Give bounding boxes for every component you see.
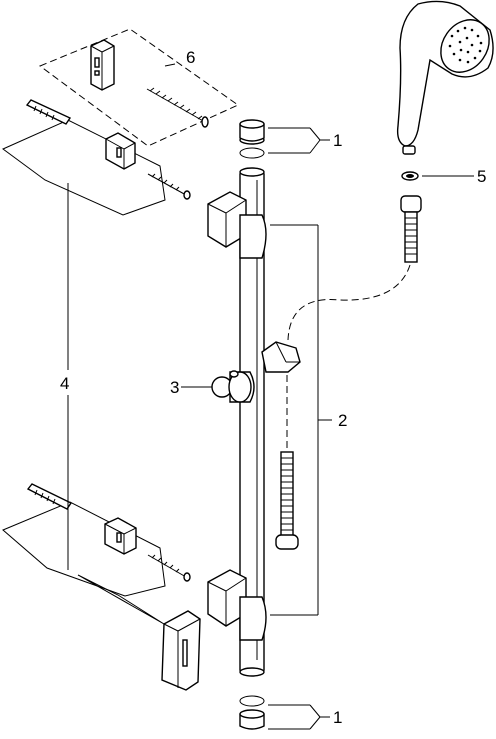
top-end-cap: 1 <box>239 119 342 159</box>
callout-3: 3 <box>170 378 179 397</box>
callout-1-bottom: 1 <box>333 708 342 727</box>
lower-mount-bracket <box>104 517 137 555</box>
hose-dashed-path <box>287 264 411 341</box>
callout-5: 5 <box>477 167 486 186</box>
lower-rail-holder <box>207 569 267 641</box>
part-6-group: 6 <box>38 28 240 147</box>
hose-washer: 5 <box>401 167 486 186</box>
shower-rail <box>239 167 265 677</box>
part-6-dashed-outline <box>38 28 240 147</box>
callout-2: 2 <box>338 411 347 430</box>
lower-cover-leader <box>77 574 165 625</box>
callout-2-bracket: 2 <box>270 224 347 616</box>
hose-upper-segment <box>400 195 422 263</box>
callout-1-top: 1 <box>333 131 342 150</box>
part-6-leader <box>164 63 176 67</box>
hand-shower <box>396 0 494 155</box>
part-6-long-screw <box>146 87 209 128</box>
callout-4: 4 <box>60 374 69 393</box>
lower-wall-plug <box>26 483 73 510</box>
spray-holes <box>448 26 483 64</box>
callout-4-bracket: 4 <box>60 183 69 570</box>
part-6-mount-block <box>90 39 115 91</box>
lower-mount-screw <box>147 554 191 582</box>
slider-cover-piece <box>161 610 201 691</box>
upper-mount-bracket <box>105 132 136 170</box>
upper-mount-outline <box>2 119 166 216</box>
upper-mount-screw <box>147 173 191 200</box>
upper-wall-plug <box>25 99 72 125</box>
rail-slider: 3 <box>170 341 301 403</box>
callout-6: 6 <box>186 48 195 67</box>
bottom-end-cap: 1 <box>239 695 342 730</box>
lower-wall-mount-group <box>2 483 201 691</box>
upper-rail-holder <box>207 191 267 259</box>
upper-wall-mount-group <box>2 99 191 216</box>
lower-mount-outline <box>2 501 166 597</box>
hose-lower-segment <box>275 451 299 550</box>
